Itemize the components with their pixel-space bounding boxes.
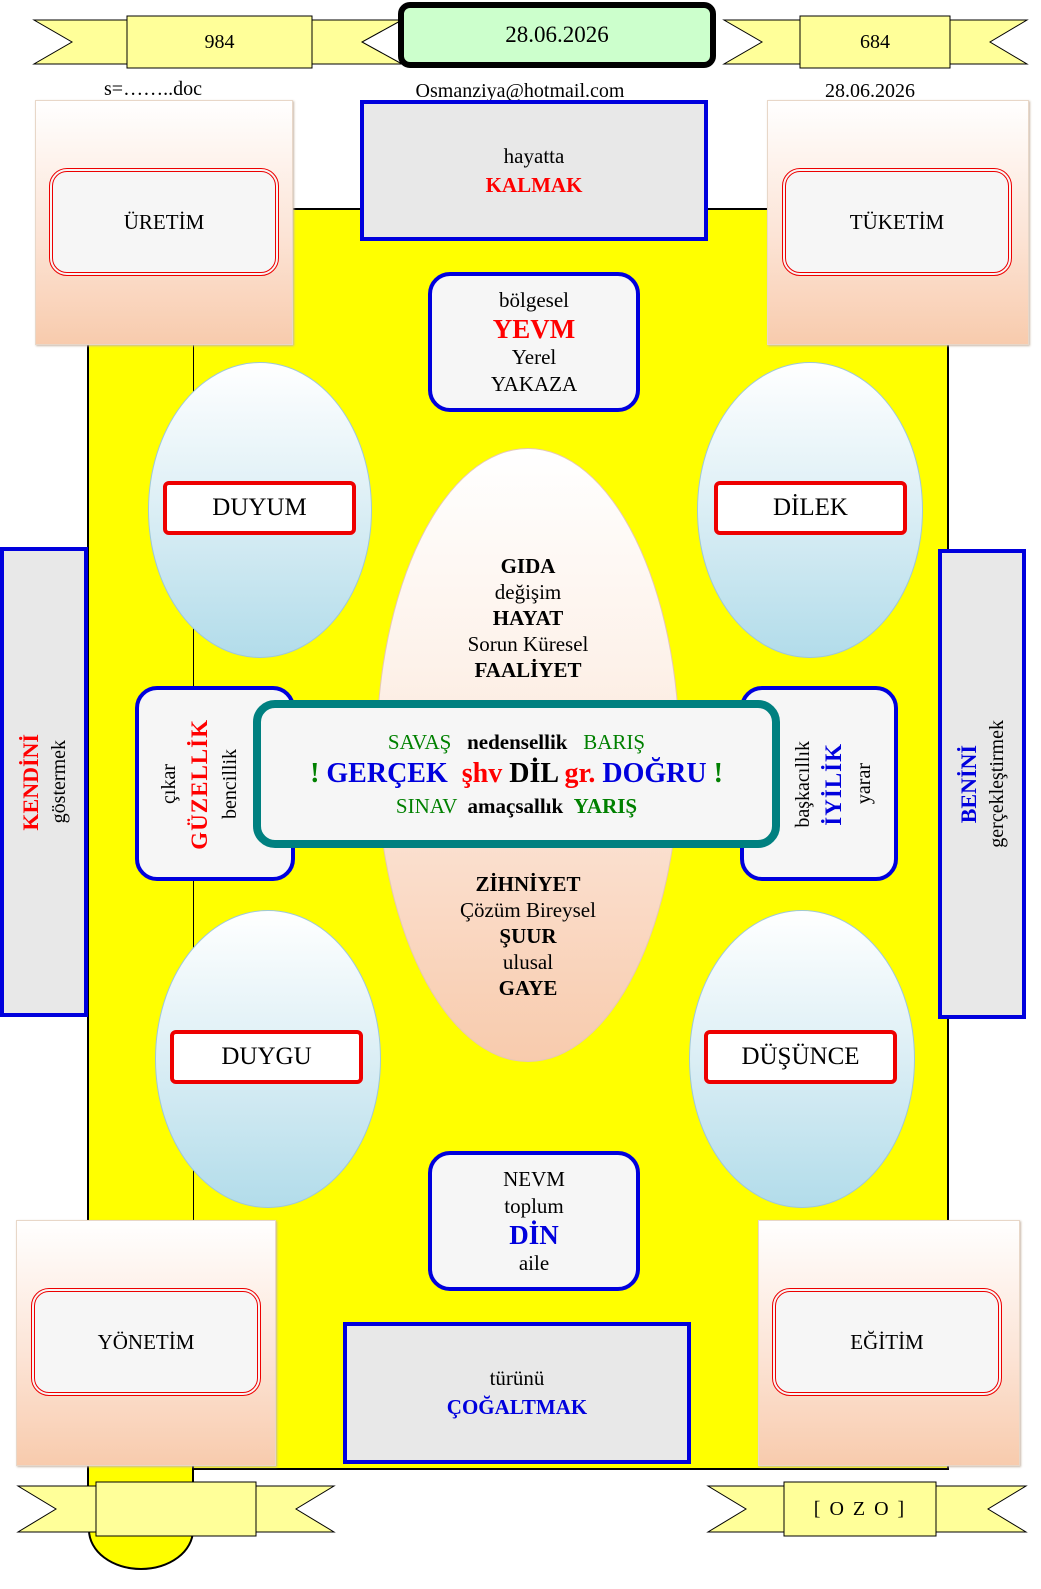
top-goal-box: hayatta KALMAK	[360, 100, 708, 241]
left-bottom-ribbon	[16, 1481, 336, 1537]
center-top-w1: GIDA	[500, 554, 556, 578]
date-box: 28.06.2026	[398, 2, 716, 68]
main-gercek: GERÇEK	[326, 758, 448, 789]
upper-line3: Yerel	[511, 344, 557, 369]
top-goal-line1: hayatta	[503, 143, 565, 168]
upper-region-box: bölgesel YEVM Yerel YAKAZA	[428, 272, 640, 412]
right-bottom-ribbon	[706, 1481, 1028, 1537]
upper-line2: YEVM	[492, 313, 576, 344]
right-side-text: BENİNİ gerçekleştirmek	[942, 562, 1022, 1006]
center-top-words: GIDA değişim HAYAT Sorun Küresel FAALİYE…	[400, 548, 656, 688]
center-bottom-w1: ZİHNİYET	[475, 872, 581, 896]
left-side-a: KENDİNİ	[17, 733, 43, 831]
left-value-b: GÜZELLİK	[187, 718, 212, 850]
upper-line4: YAKAZA	[490, 371, 578, 396]
board-divider-line	[193, 342, 194, 1432]
lower-line3: DİN	[509, 1219, 559, 1250]
left-top-ribbon	[32, 15, 403, 69]
main-row3-amacsallik: amaçsallık	[467, 794, 564, 818]
center-top-w2: değişim	[494, 580, 562, 604]
main-row1: SAVAŞ nedensellik BARIŞ	[388, 728, 645, 756]
right-side-a: BENİNİ	[955, 744, 981, 824]
oval-label-duygu: DUYGU	[170, 1030, 363, 1084]
main-row1-nedensellik: nedensellik	[467, 730, 568, 754]
main-row2: ! GERÇEK şhv DİL gr. DOĞRU !	[310, 756, 723, 792]
center-bottom-w4: ulusal	[502, 950, 554, 974]
main-excl-right: !	[713, 758, 723, 789]
main-gr: gr.	[564, 758, 596, 789]
right-side-box	[938, 549, 1026, 1019]
upper-line1: bölgesel	[499, 287, 569, 312]
oval-label-duyum: DUYUM	[163, 481, 356, 535]
left-side-box	[0, 547, 88, 1017]
right-value-text: başkacıllık İYİLİK yarar	[784, 700, 884, 868]
corner-label-uretim: ÜRETİM	[49, 168, 279, 276]
right-value-b: İYİLİK	[821, 742, 846, 826]
top-goal-line2: KALMAK	[485, 172, 583, 197]
main-dil: DİL	[509, 758, 558, 789]
main-excl-left: !	[310, 758, 320, 789]
main-dogru: DOĞRU	[602, 758, 707, 789]
corner-label-tuketim: TÜKETİM	[782, 168, 1012, 276]
lower-line1: NEVM	[503, 1166, 565, 1191]
center-top-w5: FAALİYET	[474, 658, 582, 682]
left-number: 984	[204, 30, 235, 53]
right-value-c: yarar	[853, 763, 875, 805]
center-bottom-words: ZİHNİYET Çözüm Bireysel ŞUUR ulusal GAYE	[400, 866, 656, 1006]
lower-line2: toplum	[504, 1193, 564, 1218]
main-row3: SINAV amaçsallık YARIŞ	[396, 792, 637, 820]
oval-label-dusunce: DÜŞÜNCE	[704, 1030, 897, 1084]
left-bottom-ribbon-text	[96, 1482, 256, 1536]
right-number: 684	[860, 30, 890, 53]
main-row3-sinav: SINAV	[395, 794, 457, 818]
corner-label-yonetim: YÖNETİM	[31, 1288, 261, 1396]
center-top-w3: HAYAT	[492, 606, 564, 630]
center-bottom-w5: GAYE	[498, 976, 558, 1000]
right-date-label: 28.06.2026	[825, 79, 915, 102]
left-side-b: göstermek	[47, 740, 70, 824]
corner-label-egitim: EĞİTİM	[772, 1288, 1002, 1396]
bottom-goal-line2: ÇOĞALTMAK	[446, 1395, 588, 1419]
center-bottom-w3: ŞUUR	[499, 924, 557, 948]
main-row3-yaris: YARIŞ	[573, 794, 638, 818]
left-side-text: KENDİNİ göstermek	[4, 560, 84, 1004]
main-truth-box: SAVAŞ nedensellik BARIŞ ! GERÇEK şhv DİL…	[253, 700, 780, 848]
main-row1-savas: SAVAŞ	[387, 730, 452, 754]
left-value-a: çıkar	[158, 764, 180, 804]
right-side-b: gerçekleştirmek	[985, 720, 1008, 848]
lower-line4: aile	[518, 1250, 550, 1275]
left-value-text: çıkar GÜZELLİK bencillik	[150, 700, 250, 868]
lower-region-box: NEVM toplum DİN aile	[428, 1151, 640, 1291]
email-label: Osmanziya@hotmail.com	[415, 79, 625, 102]
right-top-ribbon	[722, 15, 1029, 69]
bottom-goal-line1: türünü	[489, 1366, 545, 1390]
center-bottom-w2: Çözüm Bireysel	[460, 898, 596, 922]
main-row1-baris: BARIŞ	[583, 730, 646, 754]
ozo-signature: [ O Z O ]	[813, 1497, 907, 1520]
center-top-w4: Sorun Küresel	[467, 632, 589, 656]
bottom-goal-box: türünü ÇOĞALTMAK	[343, 1322, 691, 1464]
left-value-c: bencillik	[219, 749, 241, 819]
filename-label: s=……..doc	[104, 78, 202, 100]
main-shv: şhv	[461, 758, 503, 789]
oval-label-dilek: DİLEK	[714, 481, 907, 535]
right-value-a: başkacıllık	[792, 740, 814, 828]
